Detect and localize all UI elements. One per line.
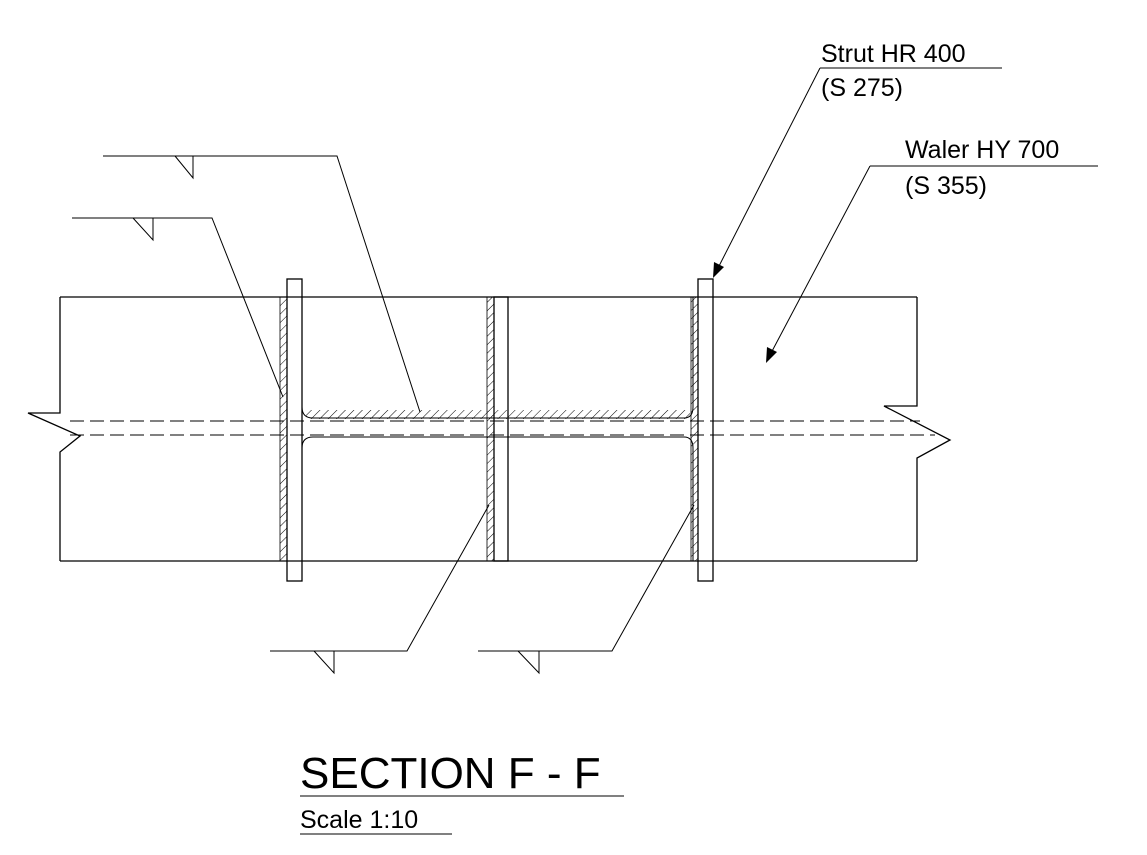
weld-leader-top-1 [103,155,421,413]
strut-grade-label: (S 275) [821,74,903,102]
waler-label-leader [766,165,1098,363]
strut-name-label: Strut HR 400 [821,40,966,68]
web-centerlines [70,420,935,436]
scale-label: Scale 1:10 [300,806,418,834]
weld-leader-bottom-2 [478,504,695,675]
weld-leader-bottom-1 [270,504,490,675]
waler-grade-label: (S 355) [905,172,987,200]
waler-name-label: Waler HY 700 [905,136,1059,164]
welds [279,296,699,562]
weld-leader-top-2 [72,217,284,398]
strut-plates [286,278,714,582]
section-title: SECTION F - F [300,749,601,798]
strut-label-leader [713,67,1002,278]
